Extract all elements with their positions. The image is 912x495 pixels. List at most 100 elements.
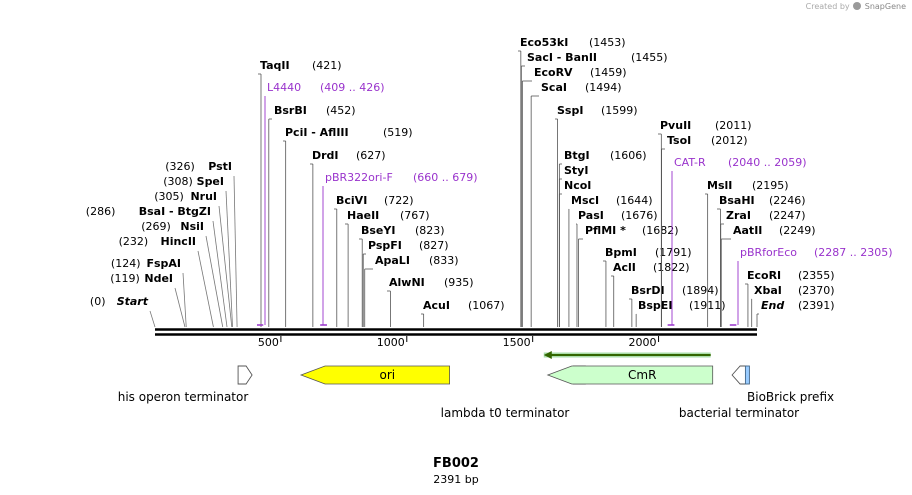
site-name-ncoi: NcoI [564,179,591,192]
site-pos-pflmi: (1682) [642,224,679,237]
site-name-nsii: NsiI [180,220,204,233]
site-name-xbai: XbaI [754,284,782,297]
site-pos-pbr322ori-f: (660 .. 679) [413,171,478,184]
site-pos-bsrdi: (1894) [682,284,719,297]
site-name-btgi: BtgI [564,149,590,162]
site-pos-bsai-btgzi: (286) [86,205,116,218]
site-pos-bsrbi: (452) [326,104,356,117]
site-name-tsoi: TsoI [667,134,691,147]
site-name-bseyi: BseYI [361,224,395,237]
site-name-eco53ki: Eco53kI [520,36,568,49]
site-pos-pasi: (1676) [621,209,658,222]
site-pos-haeii: (767) [400,209,430,222]
site-name-pbr322ori-f: pBR322ori-F [325,171,393,184]
site-pos-nrui: (305) [154,190,184,203]
site-name-msli: MslI [707,179,732,192]
feature-label-lambda-t0-terminator: lambda t0 terminator [441,406,570,420]
credit-brand: SnapGene [864,2,906,11]
site-name-drdi: DrdI [312,149,339,162]
site-name-ndei: NdeI [144,272,173,285]
site-pos-zrai: (2247) [769,209,806,222]
site-pos-apali: (833) [429,254,459,267]
site-line-nsii [205,235,224,328]
site-name-styi: StyI [564,164,588,177]
feature-ori [299,365,450,385]
feature-label-his-operon-terminator: his operon terminator [118,390,249,404]
site-name-ecorv: EcoRV [534,66,573,79]
site-name-zrai: ZraI [726,209,751,222]
feature-label-ori: ori [380,368,396,382]
snapgene-logo-icon [853,2,862,10]
site-pos-taqii: (421) [312,59,342,72]
site-pos-spei: (308) [163,175,193,188]
site-line-fspai [182,272,187,328]
site-name-pflmi: PflMI * [585,224,626,237]
site-pos-psti: (326) [165,160,195,173]
site-pos-drdi: (627) [356,149,386,162]
site-name-bsahi: BsaHI [719,194,755,207]
site-name-apali: ApaLI [375,254,410,267]
site-name-bcivi: BciVI [336,194,367,207]
site-pos-tsoi: (2012) [711,134,748,147]
site-pos-sspi: (1599) [601,104,638,117]
feature-bacterial-terminator [731,365,747,385]
site-pos-fspai: (124) [111,257,141,270]
site-pos-hincii: (232) [119,235,149,248]
site-name-nrui: NruI [190,190,217,203]
site-pos-bpmi: (1791) [655,246,692,259]
site-name-pvuii: PvuII [660,119,691,132]
feature-label-cmr: CmR [628,368,656,382]
site-line-bsai-btgzi [212,220,228,328]
site-name-ecori: EcoRI [747,269,781,282]
site-pos-bseyi: (823) [415,224,445,237]
site-pos-msci: (1644) [616,194,653,207]
site-name-bsrbi: BsrBI [274,104,307,117]
site-pos-start: (0) [90,295,106,308]
site-pos-ecorv: (1459) [590,66,627,79]
site-pos-msli: (2195) [752,179,789,192]
site-pos-xbai: (2370) [798,284,835,297]
ruler-label-1500: 1500 [503,336,531,349]
site-pos-nsii: (269) [141,220,171,233]
site-line-psti [233,175,238,328]
site-pos-ndei: (119) [110,272,140,285]
site-pos-bsahi: (2246) [769,194,806,207]
site-pos-btgi: (1606) [610,149,647,162]
feature-label-bacterial-terminator: bacterial terminator [679,406,799,420]
orf-arrowhead-cmr [543,351,552,359]
plasmid-name: FB002 [433,456,479,471]
site-name-haeii: HaeII [347,209,379,222]
site-pos-pcii-afliii: (519) [383,126,413,139]
ruler-label-500: 500 [258,336,279,349]
site-name-bspei: BspEI [638,299,672,312]
site-pos-pvuii: (2011) [715,119,752,132]
site-name-l4440: L4440 [267,81,301,94]
snapgene-credit: Created by SnapGene [806,2,906,11]
feature-biobrick-prefix [744,365,750,385]
site-pos-end: (2391) [798,299,835,312]
site-name-fspai: FspAI [146,257,181,270]
site-name-pasi: PasI [578,209,604,222]
ruler-label-1000: 1000 [377,336,405,349]
feature-label-biobrick-prefix: BioBrick prefix [747,390,834,404]
site-name-hincii: HincII [160,235,196,248]
site-name-spei: SpeI [197,175,224,188]
site-name-pspfi: PspFI [368,239,402,252]
site-pos-acli: (1822) [653,261,690,274]
credit-prefix: Created by [805,2,850,11]
site-name-acui: AcuI [423,299,450,312]
site-name-saci-banii: SacI - BanII [527,51,597,64]
site-name-msci: MscI [571,194,599,207]
site-pos-ecori: (2355) [798,269,835,282]
site-pos-saci-banii: (1455) [631,51,668,64]
site-name-bsai-btgzi: BsaI - BtgZI [139,205,211,218]
site-pos-l4440: (409 .. 426) [320,81,385,94]
ruler-label-2000: 2000 [629,336,657,349]
site-name-alwni: AlwNI [389,276,425,289]
site-pos-aatii: (2249) [779,224,816,237]
site-pos-acui: (1067) [468,299,505,312]
site-name-taqii: TaqII [260,59,290,72]
site-name-start: Start [117,295,149,308]
site-name-cat-r: CAT-R [674,156,706,169]
